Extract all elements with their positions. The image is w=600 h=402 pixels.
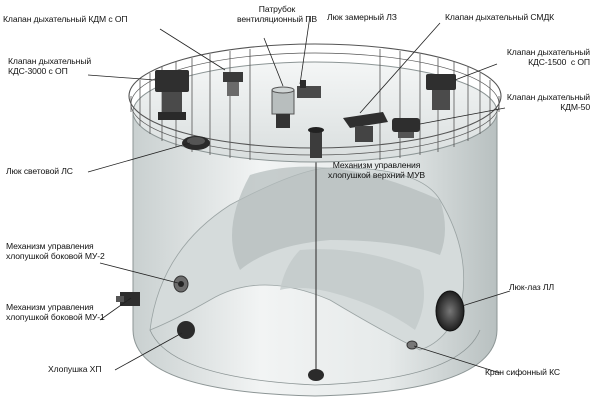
label-kdm-op: Клапан дыхательный КДМ с ОП [3,14,128,24]
tank-shell [132,111,498,397]
vent-pipe-pv [271,86,295,128]
skylight-hatch-ls [182,136,210,150]
label-muv: Механизм управления хлопушкой верхний МУ… [328,160,426,180]
mechanism-mu1 [116,292,140,306]
side-equipment [116,275,465,381]
gauge-hatch-lz [297,80,321,98]
siphon-tap-ks [406,340,418,350]
label-mu1: Механизм управления хлопушкой боковой МУ… [6,302,105,322]
label-hp: Хлопушка ХП [48,364,102,374]
valve-kds1500 [426,74,456,110]
valve-hp [177,321,195,339]
label-kdm50: Клапан дыхательный КДМ-50 [506,92,590,112]
label-ll: Люк-лаз ЛЛ [508,282,554,292]
bottom-valve [308,369,324,381]
valve-smdk [343,112,388,142]
label-ks: Кран сифонный КС [484,367,560,377]
label-ls: Люк световой ЛС [6,166,73,176]
label-pv: Патрубок вентиляционный ПВ [237,4,317,24]
mechanism-muv [308,127,324,158]
leader-lines [87,15,511,374]
mechanism-mu2 [173,275,189,293]
valve-kdm [223,72,243,96]
manhole-ll [435,290,465,332]
valve-kdm50 [392,118,420,138]
label-kds3000: Клапан дыхательный КДС-3000 с ОП [8,56,92,76]
label-mu2: Механизм управления хлопушкой боковой МУ… [6,241,105,261]
label-smdk: Клапан дыхательный СМДК [445,12,555,22]
label-kds1500: Клапан дыхательный КДС-1500 с ОП [506,47,590,67]
valve-kds3000 [155,70,189,120]
label-lz: Люк замерный ЛЗ [327,12,397,22]
roof-equipment [155,70,456,158]
